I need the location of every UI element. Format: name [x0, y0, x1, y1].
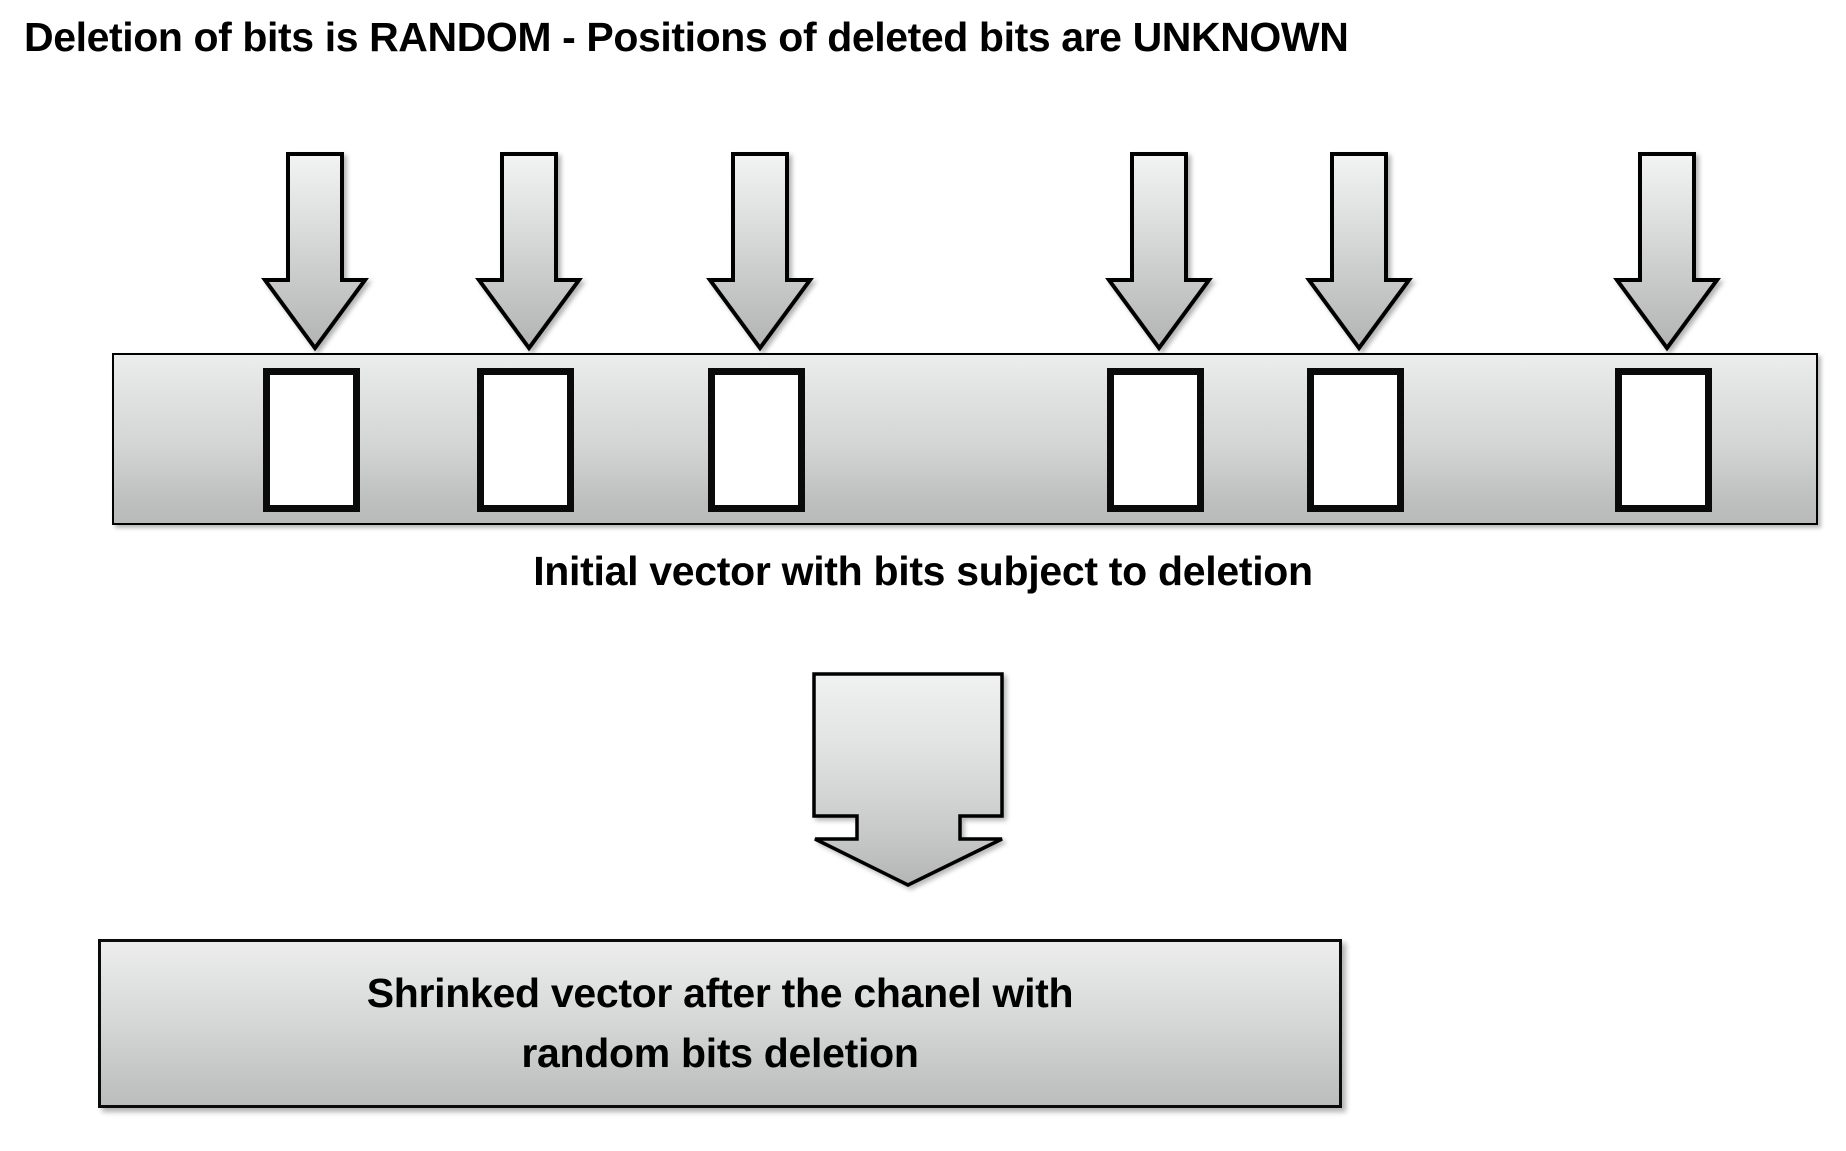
deletion-arrow-5 — [1305, 152, 1413, 352]
bit-box — [477, 368, 574, 512]
page-title: Deletion of bits is RANDOM - Positions o… — [24, 14, 1349, 60]
bit-box — [1107, 368, 1204, 512]
shrinked-vector-box: Shrinked vector after the chanel with ra… — [98, 939, 1342, 1108]
bit-box — [1307, 368, 1404, 512]
channel-arrow — [812, 672, 1012, 887]
down-arrow-icon — [1305, 152, 1413, 352]
down-arrow-icon — [261, 152, 369, 352]
down-arrow-icon — [1613, 152, 1721, 352]
deletion-arrow-6 — [1613, 152, 1721, 352]
initial-vector-bar — [112, 353, 1818, 525]
deletion-arrow-1 — [261, 152, 369, 352]
deletion-arrow-2 — [475, 152, 583, 352]
initial-vector-caption: Initial vector with bits subject to dele… — [533, 548, 1313, 594]
block-down-arrow-icon — [812, 672, 1004, 887]
deletion-arrow-3 — [706, 152, 814, 352]
down-arrow-icon — [1105, 152, 1213, 352]
bit-box — [1615, 368, 1712, 512]
bit-box — [708, 368, 805, 512]
down-arrow-icon — [706, 152, 814, 352]
down-arrow-icon — [475, 152, 583, 352]
bit-box — [263, 368, 360, 512]
shrinked-vector-label: Shrinked vector after the chanel with ra… — [366, 970, 1074, 1076]
deletion-arrow-4 — [1105, 152, 1213, 352]
